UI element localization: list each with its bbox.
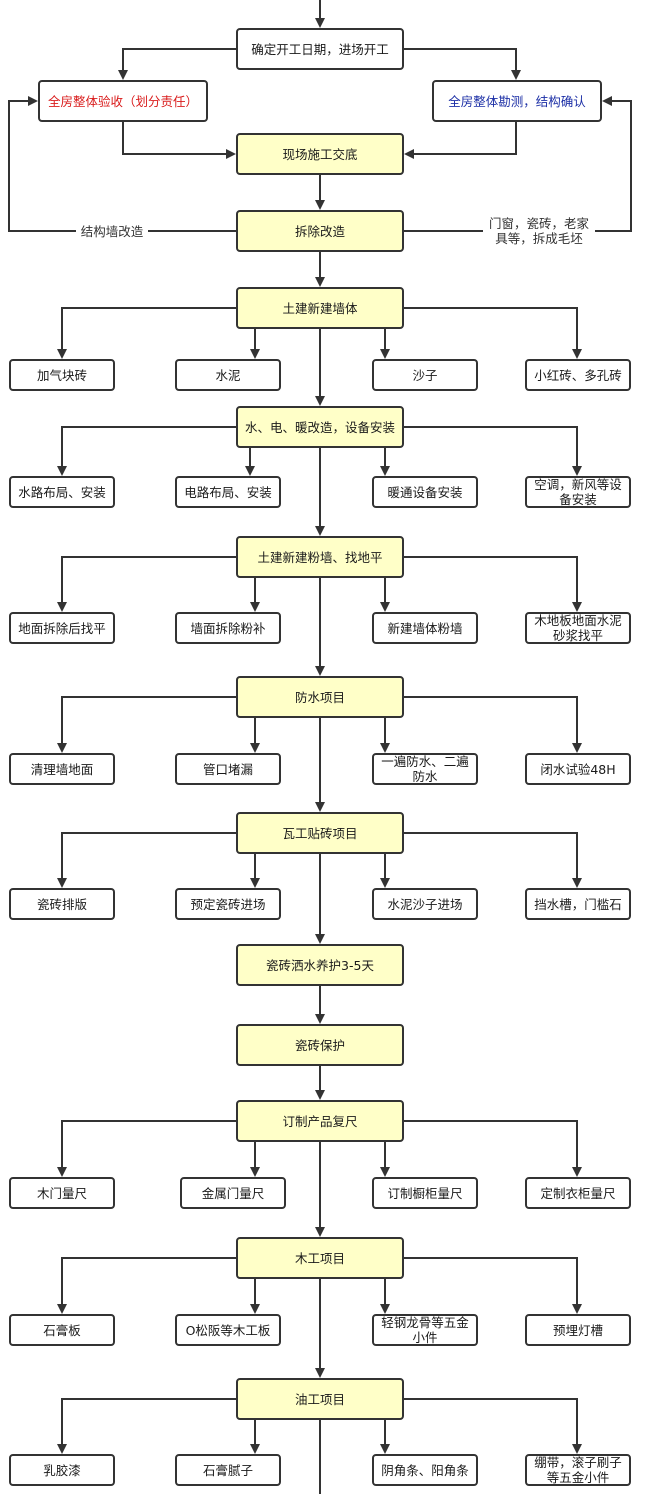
stage7-item-2: O松阪等木工板: [175, 1314, 281, 1346]
left-to-handover-arrow: [122, 122, 236, 159]
stage6-item-4: 定制衣柜量尺: [525, 1177, 631, 1209]
stage4-item-2: 管口堵漏: [175, 753, 281, 785]
stage5-title: 瓦工贴砖项目: [236, 812, 404, 854]
right-to-handover-arrow: [404, 122, 517, 159]
stage5-item-2: 预定瓷砖进场: [175, 888, 281, 920]
stage8-item-3: 阴角条、阳角条: [372, 1454, 478, 1486]
stage7-item-1: 石膏板: [9, 1314, 115, 1346]
stage1-title: 土建新建墙体: [236, 287, 404, 329]
stage1-item-1: 加气块砖: [9, 359, 115, 391]
branch-arrow: [57, 1257, 236, 1314]
stage6-item-1: 木门量尺: [9, 1177, 115, 1209]
stage8-item-1: 乳胶漆: [9, 1454, 115, 1486]
branch-arrow: [404, 1257, 582, 1314]
stage6-item-3: 订制橱柜量尺: [372, 1177, 478, 1209]
demolish-left-label: 结构墙改造: [76, 224, 148, 239]
branch-arrow: [57, 832, 236, 888]
stage8-item-4: 绷带，滚子刷子等五金小件: [525, 1454, 631, 1486]
stage3-item-2: 墙面拆除粉补: [175, 612, 281, 644]
stage3-item-1: 地面拆除后找平: [9, 612, 115, 644]
stage4-item-1: 清理墙地面: [9, 753, 115, 785]
stage8-title: 油工项目: [236, 1378, 404, 1420]
branch-arrow: [57, 307, 236, 359]
branch-arrow: [404, 832, 582, 888]
stage8-item-2: 石膏腻子: [175, 1454, 281, 1486]
stage7-title: 木工项目: [236, 1237, 404, 1279]
stage3-title: 土建新建粉墙、找地平: [236, 536, 404, 578]
tile-protect-box: 瓷砖保护: [236, 1024, 404, 1066]
stage2-item-1: 水路布局、安装: [9, 476, 115, 508]
stage2-item-2: 电路布局、安装: [175, 476, 281, 508]
stage2-item-4: 空调，新风等设备安装: [525, 476, 631, 508]
demolish-right-label: 门窗，瓷砖，老家具等，拆成毛坯: [483, 216, 595, 246]
stage6-title: 订制产品复尺: [236, 1100, 404, 1142]
branch-arrow: [404, 696, 582, 753]
branch-arrow: [57, 426, 236, 476]
branch-arrow: [57, 1120, 236, 1177]
right-check-box: 全房整体勘测，结构确认: [432, 80, 602, 122]
demolish-box: 拆除改造: [236, 210, 404, 252]
stage1-item-2: 水泥: [175, 359, 281, 391]
stage1-item-3: 沙子: [372, 359, 478, 391]
stage4-item-4: 闭水试验48H: [525, 753, 631, 785]
start-box: 确定开工日期，进场开工: [236, 28, 404, 70]
stage2-title: 水、电、暖改造，设备安装: [236, 406, 404, 448]
stage1-item-4: 小红砖、多孔砖: [525, 359, 631, 391]
branch-arrow: [404, 1398, 582, 1454]
branch-arrow: [404, 426, 582, 476]
stage7-item-3: 轻钢龙骨等五金小件: [372, 1314, 478, 1346]
stage4-item-3: 一遍防水、二遍防水: [372, 753, 478, 785]
stage7-item-4: 预埋灯槽: [525, 1314, 631, 1346]
stage5-item-4: 挡水槽，门槛石: [525, 888, 631, 920]
branch-arrow: [57, 696, 236, 753]
left-check-box: 全房整体验收（划分责任）: [38, 80, 208, 122]
branch-arrow: [57, 556, 236, 612]
branch-arrow: [404, 556, 582, 612]
stage3-item-4: 木地板地面水泥砂浆找平: [525, 612, 631, 644]
start-to-right-arrow: [404, 48, 521, 80]
branch-arrow: [404, 1120, 582, 1177]
stage6-item-2: 金属门量尺: [180, 1177, 286, 1209]
stage5-item-1: 瓷砖排版: [9, 888, 115, 920]
stage5-item-3: 水泥沙子进场: [372, 888, 478, 920]
branch-arrow: [404, 307, 582, 359]
start-to-left-arrow: [118, 48, 236, 80]
stage3-item-3: 新建墙体粉墙: [372, 612, 478, 644]
stage4-title: 防水项目: [236, 676, 404, 718]
tile-care-box: 瓷砖洒水养护3-5天: [236, 944, 404, 986]
branch-arrow: [57, 1398, 236, 1454]
handover-box: 现场施工交底: [236, 133, 404, 175]
stage2-item-3: 暖通设备安装: [372, 476, 478, 508]
